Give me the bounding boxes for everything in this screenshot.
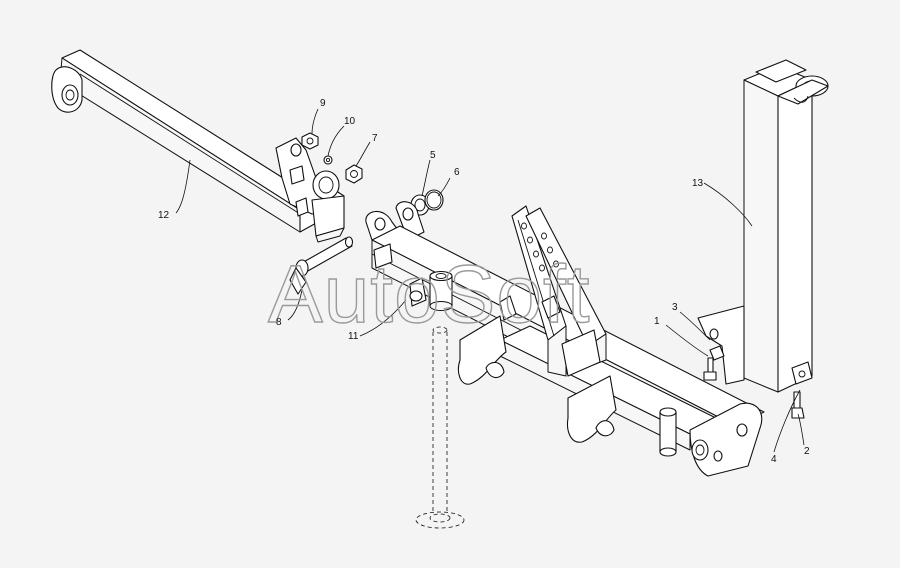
leader-lines bbox=[175, 108, 805, 453]
callout-labels: 12 9 10 7 5 6 8 11 13 1 3 4 2 bbox=[158, 98, 810, 465]
watermark: AutoSoft bbox=[268, 249, 591, 340]
jack-stand-leg bbox=[415, 326, 465, 529]
callout-6: 6 bbox=[454, 167, 460, 178]
callout-3: 3 bbox=[672, 302, 678, 313]
nut-9 bbox=[301, 132, 319, 150]
arm-beam-12 bbox=[51, 49, 345, 243]
post-13 bbox=[743, 59, 829, 393]
callout-10: 10 bbox=[344, 116, 356, 127]
bolt-2 bbox=[791, 391, 805, 419]
nut-7 bbox=[345, 164, 363, 184]
callout-1: 1 bbox=[654, 316, 660, 327]
callout-12: 12 bbox=[158, 210, 170, 221]
callout-2: 2 bbox=[804, 446, 810, 457]
callout-5: 5 bbox=[430, 150, 436, 161]
callout-13: 13 bbox=[692, 178, 704, 189]
sleeve-11 bbox=[429, 270, 453, 311]
washer-10 bbox=[323, 155, 333, 165]
main-frame bbox=[365, 201, 765, 477]
pin-8 bbox=[289, 236, 354, 295]
callout-4: 4 bbox=[771, 454, 777, 465]
nut-4 bbox=[791, 361, 813, 385]
callout-8: 8 bbox=[276, 317, 282, 328]
callout-7: 7 bbox=[372, 133, 378, 144]
bolt-1 bbox=[703, 345, 725, 381]
callout-9: 9 bbox=[320, 98, 326, 109]
callout-11: 11 bbox=[348, 331, 359, 342]
